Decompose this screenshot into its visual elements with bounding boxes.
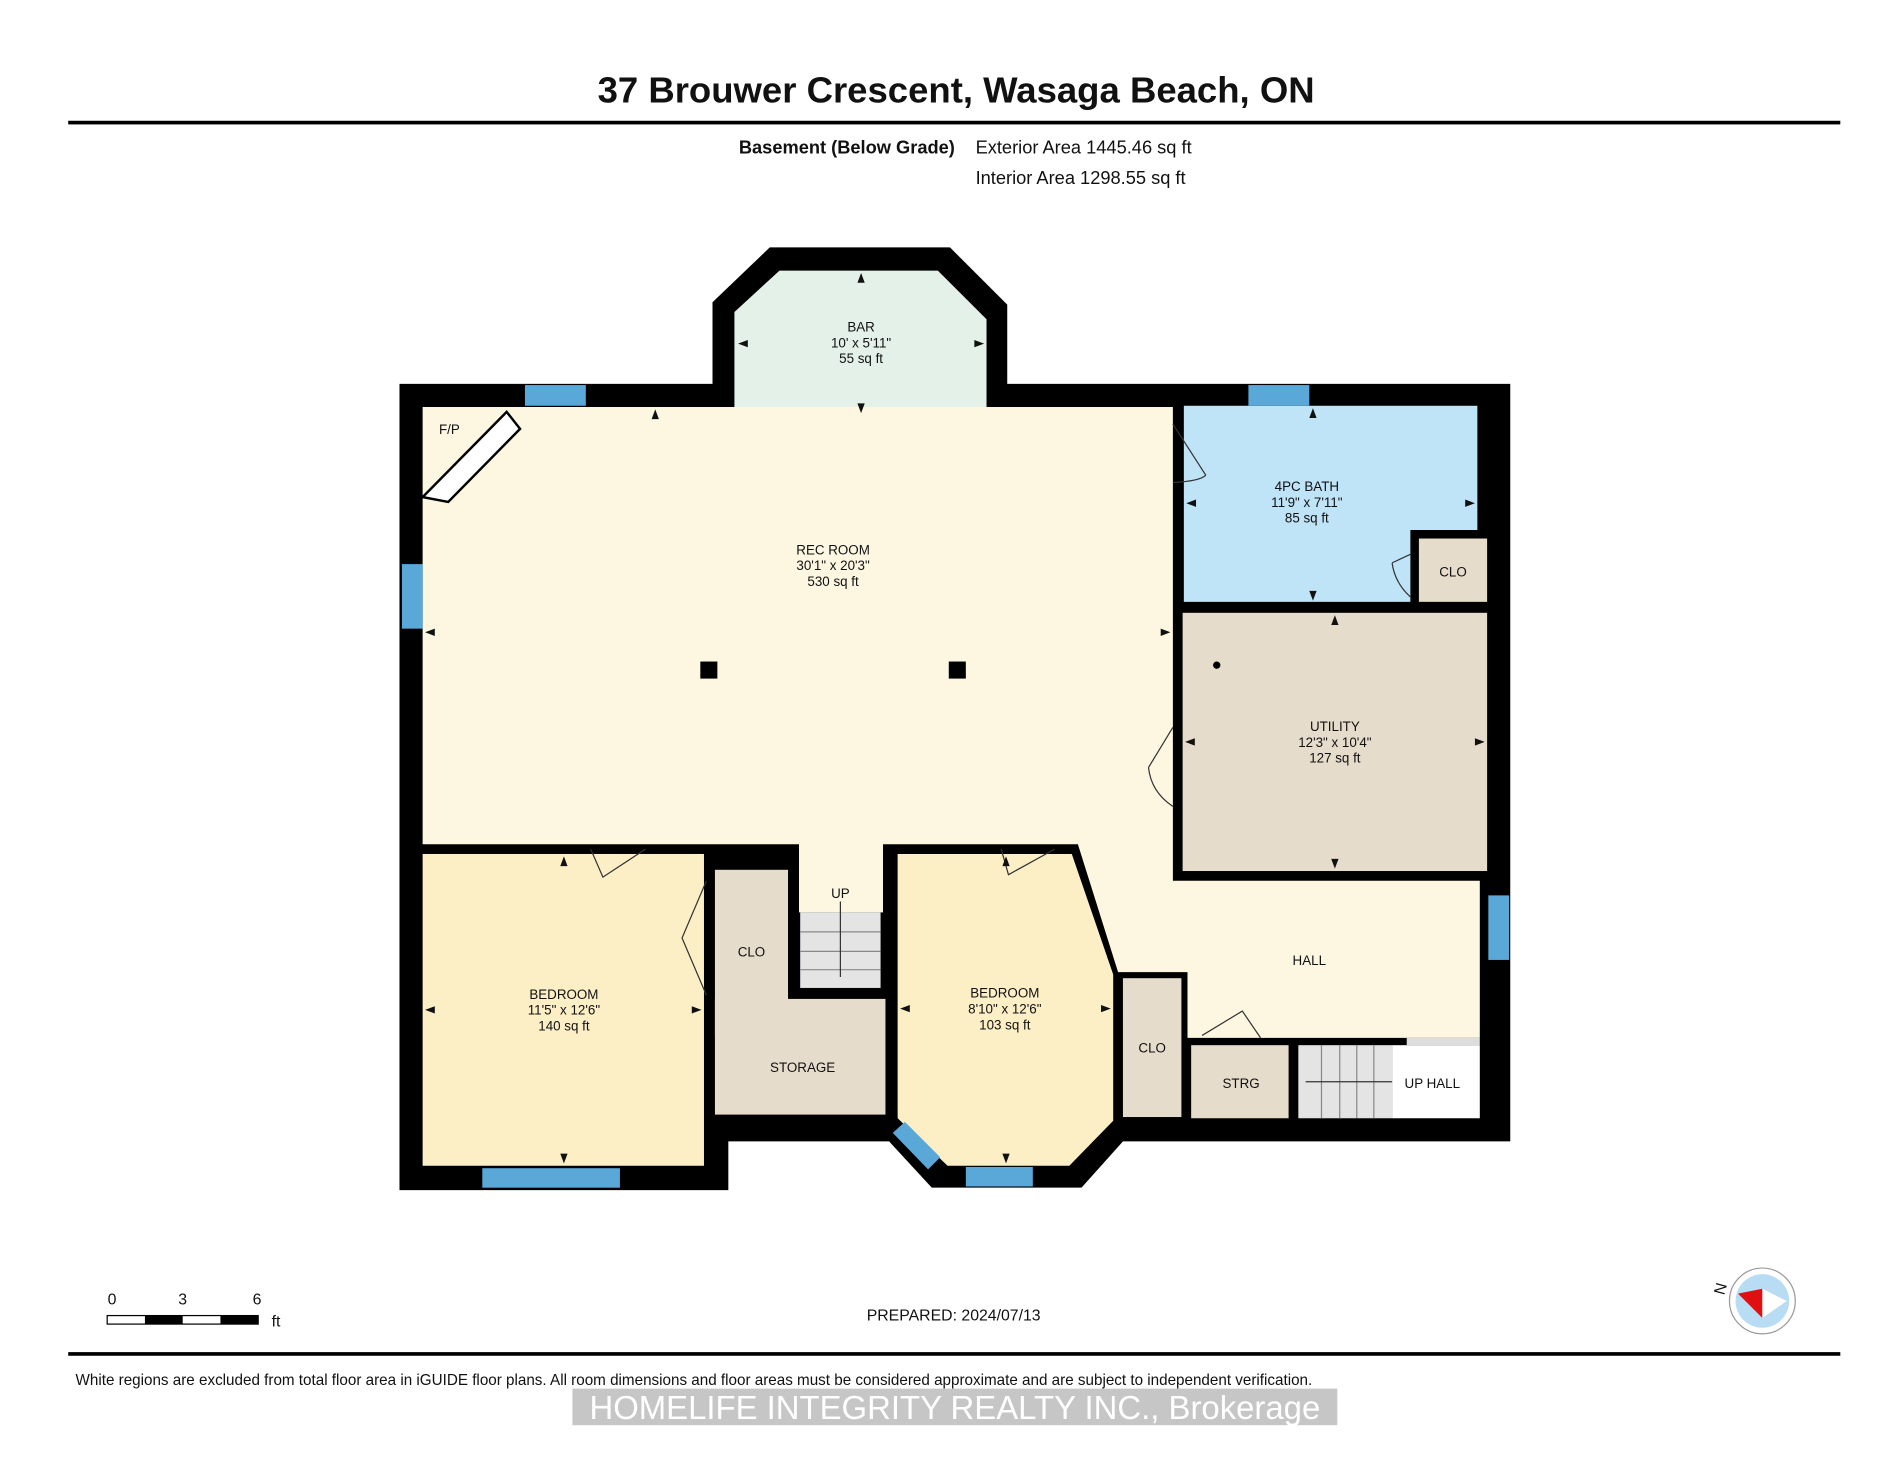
hall-label: HALL [1293, 953, 1326, 968]
storage-room [714, 998, 886, 1115]
stairs-up-label: UP [831, 886, 850, 901]
room-name: BEDROOM [970, 986, 1039, 1001]
column [700, 661, 718, 679]
dimension-arrows [425, 273, 1485, 1164]
room-area: 127 sq ft [1309, 751, 1361, 766]
bar-opening [734, 406, 987, 417]
room-dims: 30'1" x 20'3" [796, 558, 870, 573]
room-name: BAR [847, 319, 875, 334]
room-area: 103 sq ft [979, 1017, 1031, 1032]
scale-tick: 6 [253, 1292, 262, 1309]
watermark: HOMELIFE INTEGRITY REALTY INC., Brokerag… [589, 1389, 1320, 1426]
compass-icon [1728, 1267, 1796, 1335]
floor-drain [1213, 661, 1221, 669]
room-area: 140 sq ft [538, 1019, 590, 1034]
utility-room [1182, 612, 1488, 872]
bedroom-left [422, 853, 704, 1166]
disclaimer: White regions are excluded from total fl… [76, 1372, 1313, 1389]
room-name: BEDROOM [529, 987, 598, 1002]
room-name: UTILITY [1310, 719, 1360, 734]
room-name: 4PC BATH [1275, 479, 1339, 494]
closet-label: CLO [1138, 1040, 1166, 1055]
interior-area: Interior Area 1298.55 sq ft [976, 167, 1186, 188]
closet-label: CLO [738, 944, 766, 959]
up-hall-opening [1406, 1037, 1480, 1046]
up-hall [1392, 1045, 1480, 1119]
scale-unit: ft [272, 1314, 281, 1331]
bar-room [734, 270, 987, 421]
closet-label: CLO [1439, 564, 1467, 579]
north-label: N [1712, 1281, 1731, 1296]
room-dims: 8'10" x 12'6" [968, 1002, 1042, 1017]
scale-tick: 0 [108, 1292, 117, 1309]
storage-label: STORAGE [770, 1060, 835, 1075]
closet-right [1122, 978, 1182, 1118]
room-dims: 12'3" x 10'4" [1298, 735, 1372, 750]
strg-room [1191, 1045, 1289, 1119]
room-area: 55 sq ft [839, 351, 883, 366]
stair-treads [800, 901, 1393, 1119]
bedroom-right [897, 853, 1114, 1166]
header-divider [68, 120, 1841, 125]
windows [401, 385, 1510, 1188]
prepared-date: PREPARED: 2024/07/13 [867, 1307, 1041, 1324]
fireplace-label: F/P [439, 422, 460, 437]
bath-closet [1418, 538, 1488, 602]
page-title: 37 Brouwer Crescent, Wasaga Beach, ON [598, 69, 1315, 110]
rec-room [422, 406, 1480, 1038]
watermark-bg [572, 1388, 1338, 1426]
column [948, 661, 966, 679]
fireplace [420, 410, 522, 504]
up-hall-label: UP HALL [1405, 1076, 1461, 1091]
room-name: REC ROOM [796, 542, 870, 557]
door-swings [590, 423, 1411, 1039]
exterior-area: Exterior Area 1445.46 sq ft [976, 137, 1192, 158]
room-area: 530 sq ft [807, 574, 859, 589]
room-dims: 11'5" x 12'6" [528, 1003, 601, 1018]
scale-tick: 3 [178, 1292, 187, 1309]
room-dims: 11'9" x 7'11" [1271, 495, 1343, 510]
footer-divider [68, 1352, 1841, 1356]
level-label: Basement (Below Grade) [739, 137, 955, 158]
room-area: 85 sq ft [1285, 511, 1329, 526]
strg-label: STRG [1223, 1076, 1260, 1091]
room-dims: 10' x 5'11" [831, 335, 891, 350]
scale-bar [106, 1314, 259, 1325]
